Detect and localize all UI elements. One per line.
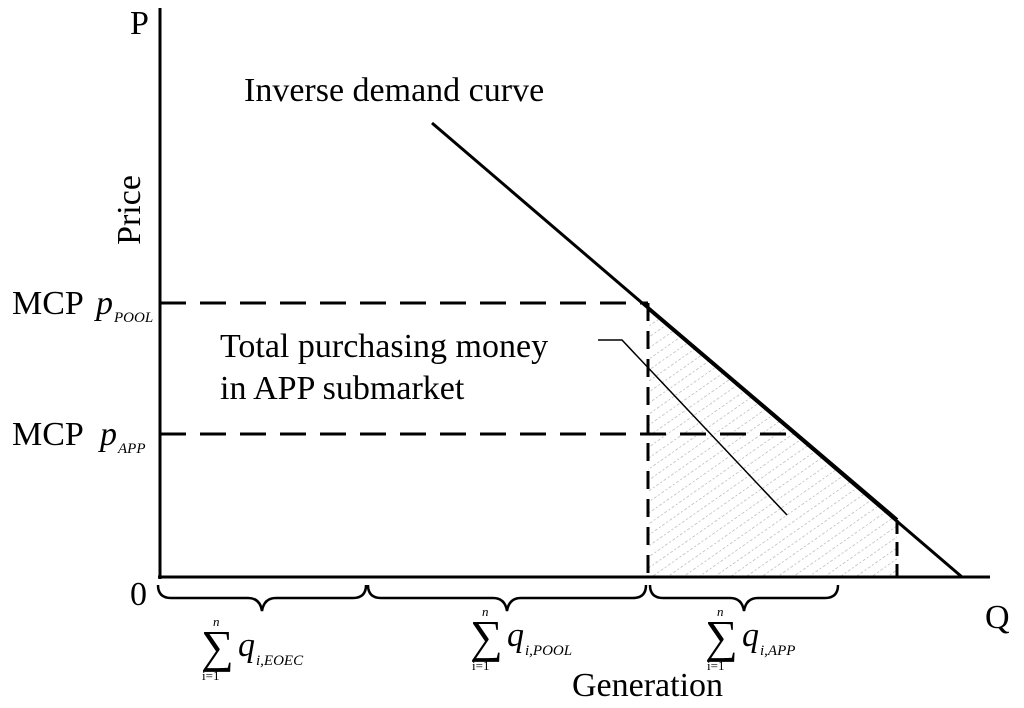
origin-label: 0 bbox=[130, 576, 147, 613]
mcp-app-symbol: p bbox=[98, 416, 117, 453]
sum-app-sigma: ∑ bbox=[705, 611, 738, 662]
sum-eoec-sigma: ∑ bbox=[201, 621, 234, 672]
sum-eoec-lower: i=1 bbox=[202, 668, 219, 683]
sum-eoec-var: q bbox=[238, 627, 255, 664]
x-axis-letter: Q bbox=[985, 599, 1010, 636]
brace-eoec bbox=[156, 584, 368, 612]
y-axis-title: Price bbox=[111, 175, 148, 245]
sum-pool-lower: i=1 bbox=[472, 658, 489, 673]
mcp-pool-symbol: p bbox=[94, 285, 113, 322]
sum-pool-subscript: i,POOL bbox=[525, 643, 572, 659]
area-top-edge bbox=[646, 306, 899, 522]
mcp-pool-subscript: POOL bbox=[113, 310, 153, 326]
mcp-app-subscript: APP bbox=[117, 441, 146, 457]
sum-eoec-label: n ∑ i=1 q i,EOEC bbox=[201, 614, 304, 683]
mcp-app-prefix: MCP bbox=[12, 416, 84, 453]
area-label-line-2: in APP submarket bbox=[220, 370, 465, 407]
sum-eoec-upper: n bbox=[213, 614, 220, 629]
brace-app bbox=[648, 584, 840, 612]
area-label-leader bbox=[598, 339, 788, 516]
curve-label: Inverse demand curve bbox=[244, 72, 544, 109]
app-purchasing-area bbox=[648, 308, 897, 577]
brace-pool bbox=[366, 584, 648, 612]
sum-pool-var: q bbox=[507, 617, 524, 654]
sum-pool-sigma: ∑ bbox=[470, 611, 503, 662]
area-label-line-1: Total purchasing money bbox=[220, 328, 548, 365]
sum-app-lower: i=1 bbox=[707, 658, 724, 673]
sum-eoec-subscript: i,EOEC bbox=[256, 653, 304, 669]
mcp-pool-prefix: MCP bbox=[12, 285, 84, 322]
y-axis-letter: P bbox=[130, 5, 149, 42]
mcp-app-label: MCP p APP bbox=[12, 416, 146, 457]
sum-app-subscript: i,APP bbox=[760, 643, 795, 659]
sum-app-label: n ∑ i=1 q i,APP bbox=[705, 604, 795, 673]
sum-app-upper: n bbox=[717, 604, 724, 619]
sum-app-var: q bbox=[742, 617, 759, 654]
sum-pool-upper: n bbox=[482, 604, 489, 619]
mcp-pool-label: MCP p POOL bbox=[12, 285, 153, 326]
sum-pool-label: n ∑ i=1 q i,POOL bbox=[470, 604, 572, 673]
x-axis-title: Generation bbox=[572, 667, 723, 704]
